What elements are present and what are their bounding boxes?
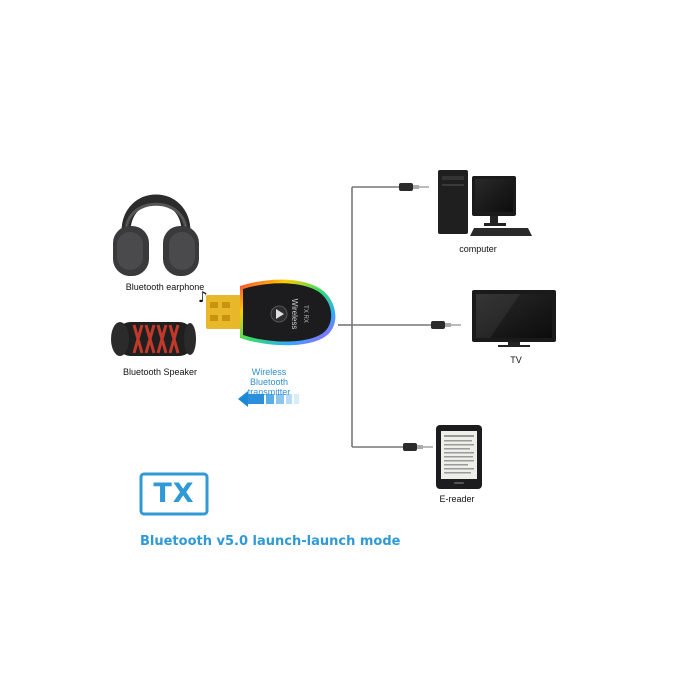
label-wireless-transmitter-line2: transmitter xyxy=(247,387,291,397)
cable-tree xyxy=(338,186,432,448)
label-bluetooth-earphone: Bluetooth earphone xyxy=(125,282,205,292)
music-note-icon: ♪ xyxy=(198,288,208,306)
bluetooth-transmitter-device: Wireless TX RX xyxy=(206,279,336,346)
jack-plug-ereader xyxy=(403,443,433,451)
speaker-icon xyxy=(111,322,196,356)
label-tv: TV xyxy=(510,355,522,365)
tv-icon xyxy=(472,290,556,347)
wireless-arrow-icon xyxy=(238,391,299,407)
label-computer: computer xyxy=(459,244,497,254)
jack-plug-tv xyxy=(431,321,461,329)
mode-title: Bluetooth v5.0 launch-launch mode xyxy=(140,534,401,549)
label-ereader: E-reader xyxy=(439,494,475,504)
device-mode-text: TX RX xyxy=(302,305,308,323)
jack-plug-computer xyxy=(399,183,429,191)
tx-badge-outline xyxy=(139,472,209,516)
tx-badge-text: TX xyxy=(153,478,195,509)
device-brand-text: Wireless xyxy=(290,299,299,330)
label-wireless-transmitter: Wireless Bluetooth transmitter xyxy=(232,367,306,397)
ereader-icon xyxy=(436,425,482,489)
label-bluetooth-speaker: Bluetooth Speaker xyxy=(122,367,198,377)
computer-icon xyxy=(438,170,532,236)
label-wireless-transmitter-line1: Wireless Bluetooth xyxy=(249,367,289,387)
tx-badge: TX xyxy=(141,474,207,514)
headphones-icon xyxy=(113,194,199,276)
